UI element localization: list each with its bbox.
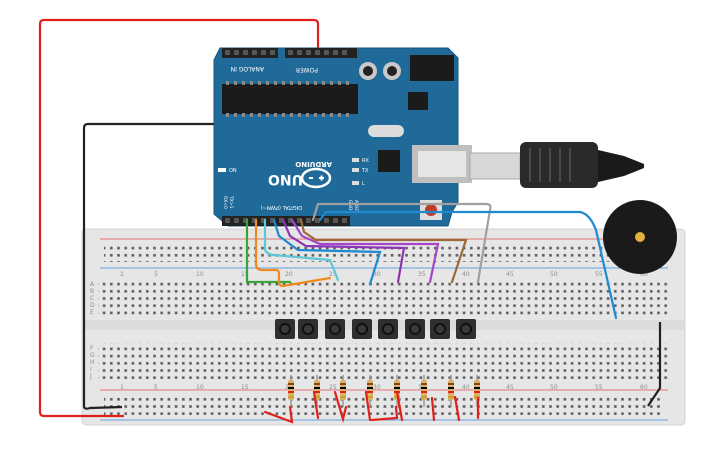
txd-label: TX>1 [228,195,234,209]
svg-text:A: A [90,281,95,288]
tx-label: TX [361,168,369,174]
rxd-label: RX<0 [222,196,228,209]
power-header-label: POWER [296,66,318,73]
bottom-red-jumpers[interactable] [263,390,480,424]
svg-text:30: 30 [373,384,381,391]
column-labels-top: 1 5 10 15 20 25 30 35 40 45 50 55 60 [120,271,648,278]
svg-text:55: 55 [595,271,603,278]
analog-header-label: ANALOG IN [231,65,264,72]
svg-text:5: 5 [154,384,158,391]
resistor[interactable] [448,375,454,407]
usb-chip [378,150,400,172]
usb-cable-icon[interactable] [469,142,644,188]
pushbutton[interactable] [325,319,345,339]
arduino-logo [300,167,332,189]
pushbutton[interactable] [405,319,425,339]
on-led [218,168,226,172]
aref-label: AREF [353,200,359,212]
pushbutton[interactable] [275,319,295,339]
svg-text:D: D [90,302,95,309]
analog-header[interactable] [222,48,278,58]
svg-text:20: 20 [285,271,293,278]
resistor[interactable] [288,375,294,407]
wire-blue [272,218,382,286]
svg-text:G: G [90,352,95,359]
svg-text:50: 50 [550,384,558,391]
svg-text:F: F [90,345,94,352]
resistor[interactable] [340,375,346,407]
atmega-chip [222,84,358,114]
row-labels-bottom: F G H I J [89,345,95,380]
svg-text:E: E [90,309,94,316]
wire-magenta [290,218,440,284]
svg-text:H: H [90,359,95,366]
on-label: ON [229,168,237,174]
digital-header-label: DIGITAL (PWM~) [260,204,302,210]
black-ground-wire-right[interactable] [647,322,662,407]
svg-text:15: 15 [241,384,249,391]
svg-text:25: 25 [329,271,337,278]
wire-cyan [263,218,340,282]
power-header[interactable] [285,48,357,58]
arduino-uno-board[interactable]: ANALOG IN POWER UNO ARDUINO [213,47,472,227]
wire-green [245,218,292,284]
regulator [408,92,428,110]
pushbutton[interactable] [298,319,318,339]
wire-gray [311,202,492,284]
resistors[interactable] [288,375,480,407]
digital-header[interactable] [222,216,350,226]
board-model: UNO [268,171,303,187]
pushbuttons[interactable] [275,319,476,339]
row-labels-top: A B C D E [90,281,95,316]
resistor[interactable] [367,375,373,407]
svg-text:15: 15 [241,271,249,278]
bottom-terminal-strip[interactable] [98,343,668,379]
svg-text:35: 35 [418,271,426,278]
wire-purple [281,218,406,284]
pushbutton[interactable] [378,319,398,339]
svg-text:45: 45 [506,384,514,391]
red-power-wire[interactable] [38,18,320,418]
top-terminal-strip[interactable] [98,279,668,315]
svg-text:60: 60 [640,384,648,391]
svg-text:50: 50 [550,271,558,278]
svg-text:25: 25 [329,384,337,391]
svg-text:1: 1 [120,384,124,391]
svg-text:I: I [90,366,92,373]
svg-text:C: C [90,295,94,302]
rx-label: RX [362,158,369,164]
pushbutton[interactable] [456,319,476,339]
wire-orange [254,218,332,288]
pushbutton[interactable] [430,319,450,339]
svg-text:55: 55 [595,384,603,391]
l-label: L [362,181,365,187]
wire-blue-buzzer [318,210,618,320]
board-brand: ARDUINO [295,160,332,168]
svg-text:60: 60 [640,271,648,278]
svg-text:45: 45 [506,271,514,278]
pushbutton[interactable] [352,319,372,339]
black-ground-wire[interactable] [82,93,283,410]
power-jack [410,55,454,81]
svg-text:5: 5 [154,271,158,278]
gnd-label: GND [347,200,353,211]
wire-brown [299,218,468,284]
piezo-buzzer-icon[interactable] [603,200,677,274]
crystal [368,125,404,137]
svg-text:40: 40 [462,384,470,391]
svg-text:J: J [89,373,92,380]
svg-text:10: 10 [196,271,204,278]
svg-text:40: 40 [462,271,470,278]
top-power-rail[interactable] [104,244,664,262]
signal-wires[interactable] [245,202,618,320]
svg-text:30: 30 [373,271,381,278]
svg-text:1: 1 [120,271,124,278]
svg-text:10: 10 [196,384,204,391]
bottom-power-rail[interactable] [104,397,664,415]
svg-text:B: B [90,288,94,295]
resistor[interactable] [421,375,427,407]
